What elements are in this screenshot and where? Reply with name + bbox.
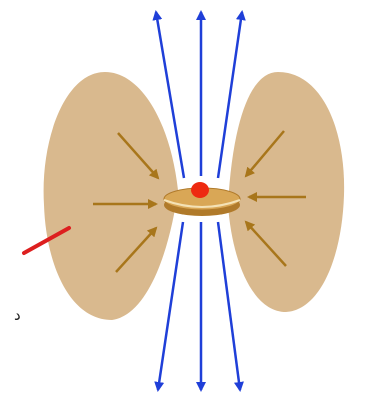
star-icon: [191, 182, 209, 198]
cloud-lobe-right: [228, 72, 344, 312]
jet-arrows-down: [158, 222, 240, 390]
stray-glyph: د: [14, 308, 21, 323]
cloud-lobe-left: [44, 72, 178, 320]
